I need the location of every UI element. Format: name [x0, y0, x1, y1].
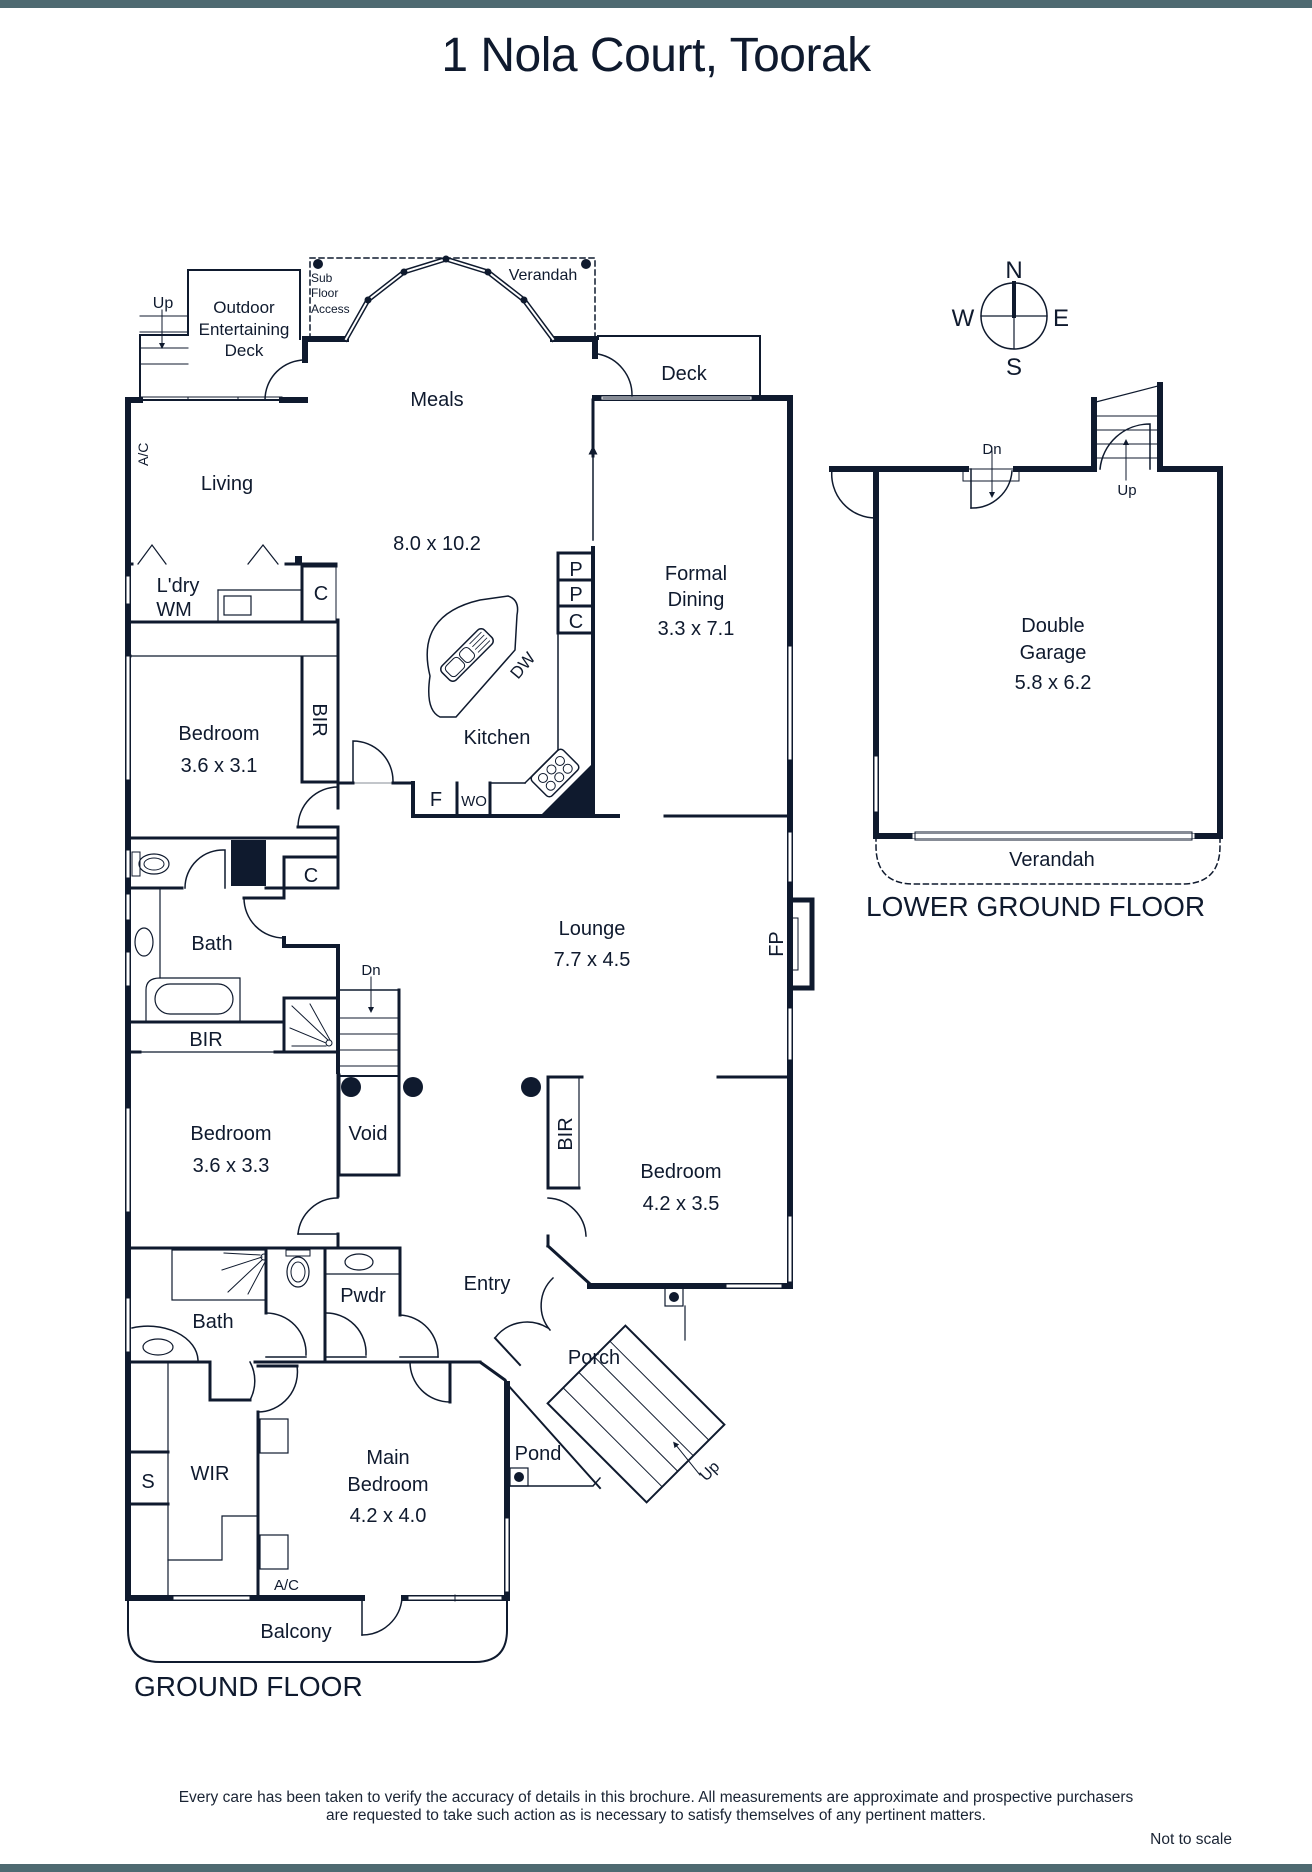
label-deck: Deck — [661, 363, 708, 385]
label-living-size: 8.0 x 10.2 — [393, 533, 481, 555]
ground-floor-label: GROUND FLOOR — [134, 1671, 363, 1702]
label-bedroom3: Bedroom — [640, 1161, 721, 1183]
label-main-bedroom-1: Main — [366, 1447, 409, 1469]
compass-east: E — [1053, 305, 1069, 332]
ground-floor-labels: Up Outdoor Entertaining Deck Sub Floor A… — [134, 267, 788, 1702]
label-ac-living: A/C — [135, 443, 151, 466]
compass-north: N — [1005, 257, 1022, 284]
label-ac-main: A/C — [274, 1577, 299, 1594]
label-bedroom2: Bedroom — [190, 1123, 271, 1145]
label-powder: Pwdr — [340, 1285, 386, 1307]
label-bath1: Bath — [191, 933, 232, 955]
label-lgf-stairs-up: Up — [1117, 482, 1136, 499]
label-bir-hall: BIR — [189, 1029, 222, 1051]
label-formal-dining-2: Dining — [668, 589, 725, 611]
label-bedroom3-size: 4.2 x 3.5 — [643, 1193, 720, 1215]
label-bedroom1-size: 3.6 x 3.1 — [181, 755, 258, 777]
label-wall-oven: WO — [461, 793, 487, 810]
label-verandah-top: Verandah — [509, 267, 578, 284]
label-pond: Pond — [515, 1443, 562, 1465]
label-sub-floor-3: Access — [311, 302, 350, 316]
label-lounge-size: 7.7 x 4.5 — [554, 949, 631, 971]
label-bath2: Bath — [192, 1311, 233, 1333]
label-sub-floor-1: Sub — [311, 271, 333, 285]
label-bedroom1-bir: BIR — [308, 703, 330, 736]
label-sub-floor-2: Floor — [311, 286, 338, 300]
label-formal-dining-size: 3.3 x 7.1 — [658, 618, 735, 640]
label-outdoor-deck-2: Entertaining — [199, 320, 290, 339]
lower-ground-floor-walls — [829, 382, 1223, 885]
label-fireplace: FP — [766, 931, 788, 957]
label-outdoor-deck-3: Deck — [225, 341, 264, 360]
label-porch: Porch — [568, 1347, 620, 1369]
label-living: Living — [201, 473, 253, 495]
label-hall-cupboard: C — [304, 865, 318, 887]
label-main-bedroom-size: 4.2 x 4.0 — [350, 1505, 427, 1527]
label-garage-size: 5.8 x 6.2 — [1015, 672, 1092, 694]
label-outdoor-deck-1: Outdoor — [213, 298, 275, 317]
label-lgf-verandah: Verandah — [1009, 849, 1095, 871]
label-porch-stairs: Up — [697, 1458, 724, 1485]
label-bedroom3-bir: BIR — [555, 1117, 577, 1150]
label-deck-stairs: Up — [153, 295, 174, 312]
compass-west: W — [952, 305, 975, 332]
compass-south: S — [1006, 354, 1022, 381]
label-laundry-cupboard: C — [314, 583, 328, 605]
label-pantry-cupboard: C — [569, 611, 583, 633]
label-lounge: Lounge — [559, 918, 626, 940]
label-stairs-dn: Dn — [361, 962, 380, 979]
lower-ground-floor-label: LOWER GROUND FLOOR — [866, 891, 1205, 922]
lower-ground-floor-labels: Dn Up Double Garage 5.8 x 6.2 Verandah L… — [866, 441, 1205, 922]
bottom-bar — [0, 1864, 1312, 1872]
ground-floor-walls — [125, 255, 815, 1663]
label-pantry-1: P — [569, 559, 582, 581]
label-pantry-2: P — [569, 584, 582, 606]
label-laundry-2: WM — [156, 599, 192, 621]
label-lgf-stairs-dn: Dn — [982, 441, 1001, 458]
label-meals: Meals — [410, 389, 463, 411]
page-title: 1 Nola Court, Toorak — [441, 29, 871, 82]
label-formal-dining-1: Formal — [665, 563, 727, 585]
not-to-scale-note: Not to scale — [1150, 1831, 1232, 1848]
label-garage-2: Garage — [1020, 642, 1087, 664]
compass-icon — [980, 281, 1048, 350]
label-fridge: F — [430, 789, 442, 811]
label-storage: S — [141, 1471, 154, 1493]
compass-labels: N S W E — [952, 257, 1069, 381]
disclaimer: Every care has been taken to verify the … — [40, 1789, 1272, 1825]
label-bedroom1: Bedroom — [178, 723, 259, 745]
disclaimer-line-2: are requested to take such action as is … — [326, 1807, 986, 1824]
label-main-bedroom-2: Bedroom — [347, 1474, 428, 1496]
label-garage-1: Double — [1021, 615, 1084, 637]
label-bedroom2-size: 3.6 x 3.3 — [193, 1155, 270, 1177]
label-wir: WIR — [191, 1463, 230, 1485]
label-kitchen: Kitchen — [464, 727, 531, 749]
label-laundry-1: L'dry — [157, 575, 200, 597]
label-entry: Entry — [464, 1273, 511, 1295]
top-bar — [0, 0, 1312, 8]
label-balcony: Balcony — [260, 1621, 331, 1643]
disclaimer-line-1: Every care has been taken to verify the … — [178, 1789, 1134, 1806]
label-void: Void — [349, 1123, 388, 1145]
